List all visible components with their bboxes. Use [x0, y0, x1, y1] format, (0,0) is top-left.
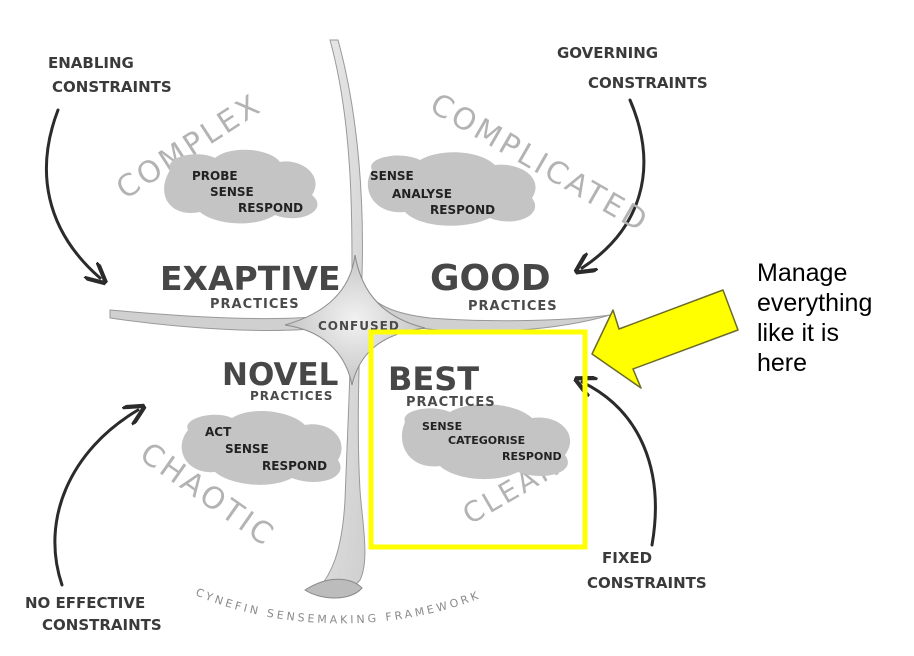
no-effective-constraints-arrow — [53, 410, 138, 587]
exaptive-practice-label: EXAPTIVE — [160, 259, 341, 298]
annotation-line-2: everything — [757, 289, 873, 317]
exaptive-practices-sub: PRACTICES — [210, 297, 300, 312]
no-effective-constraints-label: NO EFFECTIVE CONSTRAINTS — [25, 594, 162, 634]
svg-text:GOVERNING: GOVERNING — [557, 44, 658, 62]
complicated-steps: SENSE ANALYSE RESPOND — [370, 169, 495, 217]
enabling-constraints-label: ENABLING CONSTRAINTS — [48, 54, 172, 96]
chaotic-cloud — [181, 410, 342, 485]
fixed-constraints-label: FIXED CONSTRAINTS — [587, 549, 707, 592]
svg-text:PROBE: PROBE — [192, 169, 238, 183]
svg-text:FIXED: FIXED — [602, 549, 652, 567]
svg-text:ANALYSE: ANALYSE — [392, 187, 452, 201]
fixed-constraints-arrow — [582, 382, 657, 547]
svg-text:SENSE: SENSE — [370, 169, 414, 183]
svg-text:CONSTRAINTS: CONSTRAINTS — [588, 74, 708, 92]
svg-text:CONSTRAINTS: CONSTRAINTS — [42, 616, 162, 634]
complex-steps: PROBE SENSE RESPOND — [192, 169, 303, 215]
svg-text:CONSTRAINTS: CONSTRAINTS — [52, 78, 172, 96]
svg-text:ENABLING: ENABLING — [48, 54, 134, 72]
svg-text:RESPOND: RESPOND — [238, 201, 303, 215]
svg-text:SENSE: SENSE — [210, 185, 254, 199]
governing-constraints-arrow — [582, 98, 646, 268]
svg-text:RESPOND: RESPOND — [262, 459, 327, 473]
svg-text:SENSE: SENSE — [422, 420, 462, 433]
svg-text:NO EFFECTIVE: NO EFFECTIVE — [25, 594, 145, 612]
best-practice-label: BEST — [388, 360, 479, 398]
clear-highlight-box — [368, 329, 588, 550]
annotation-text: Manage everything like it is here — [757, 258, 907, 378]
annotation-line-1: Manage — [757, 259, 848, 287]
complicated-cloud — [367, 152, 536, 226]
enabling-constraints-arrow — [44, 108, 100, 278]
clear-cloud — [401, 404, 571, 480]
domain-divider — [109, 39, 611, 599]
svg-text:RESPOND: RESPOND — [430, 203, 495, 217]
svg-text:CONSTRAINTS: CONSTRAINTS — [587, 574, 707, 592]
novel-practices-sub: PRACTICES — [250, 389, 333, 403]
annotation-line-4: here — [757, 349, 808, 377]
good-practices-sub: PRACTICES — [468, 299, 558, 314]
governing-constraints-label: GOVERNING CONSTRAINTS — [557, 44, 708, 92]
complex-cloud — [164, 149, 318, 224]
best-practices-sub: PRACTICES — [406, 395, 496, 410]
clear-steps: SENSE CATEGORISE RESPOND — [422, 420, 562, 463]
good-practice-label: GOOD — [430, 258, 551, 299]
svg-text:RESPOND: RESPOND — [502, 450, 562, 463]
svg-text:CATEGORISE: CATEGORISE — [448, 434, 525, 447]
novel-practice-label: NOVEL — [222, 357, 338, 393]
chaotic-steps: ACT SENSE RESPOND — [205, 425, 327, 473]
annotation-line-3: like it is — [757, 319, 839, 347]
highlight-arrow — [591, 289, 739, 389]
svg-text:SENSE: SENSE — [225, 442, 269, 456]
svg-text:ACT: ACT — [205, 425, 232, 439]
